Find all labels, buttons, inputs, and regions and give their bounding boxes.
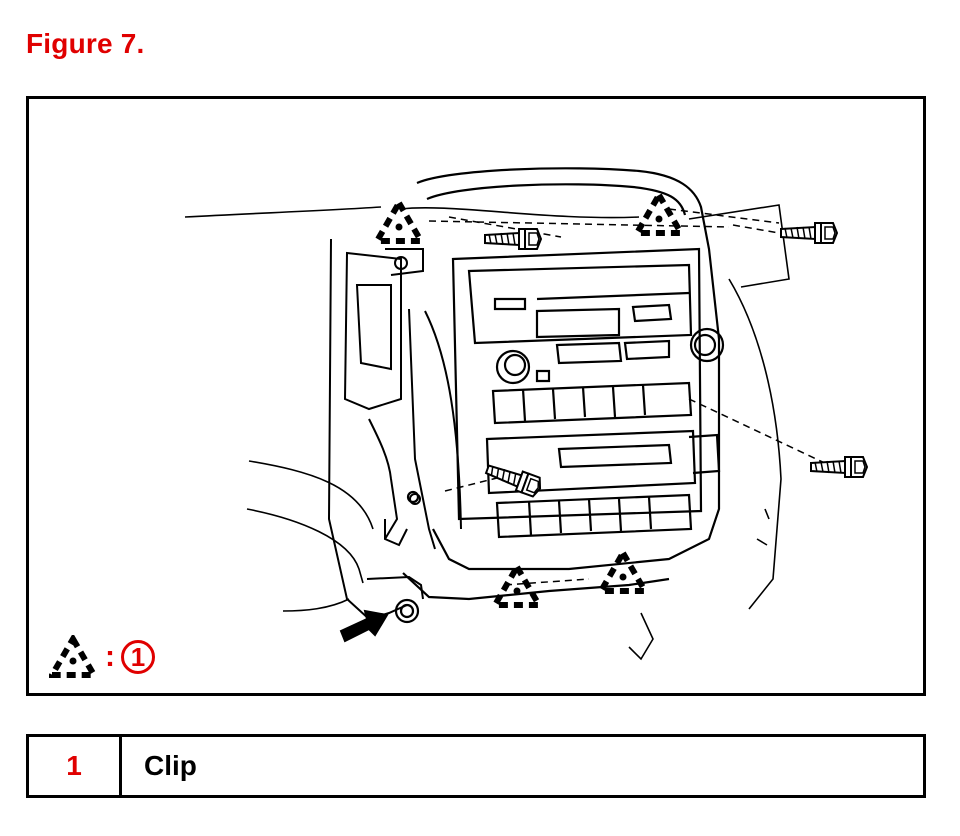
left-trim-panel [327,238,462,621]
radio-removal-illustration [184,167,868,661]
part-number: 1 [26,734,122,798]
figure-title: Figure 7. [26,28,145,59]
legend: : 1 [49,635,155,679]
pointer-arrow-icon [339,609,389,643]
dashed-triangle-clip-icon [49,635,97,678]
guide-lines [428,208,830,586]
legend-separator: : [105,640,115,673]
audio-unit [394,167,725,624]
dashboard-lines [184,204,790,661]
table-row: 1 Clip [26,734,926,798]
parts-table: 1 Clip [26,734,926,798]
part-name: Clip [119,734,926,798]
legend-number-badge: 1 [121,640,155,674]
diagram-frame: : 1 [26,96,926,696]
